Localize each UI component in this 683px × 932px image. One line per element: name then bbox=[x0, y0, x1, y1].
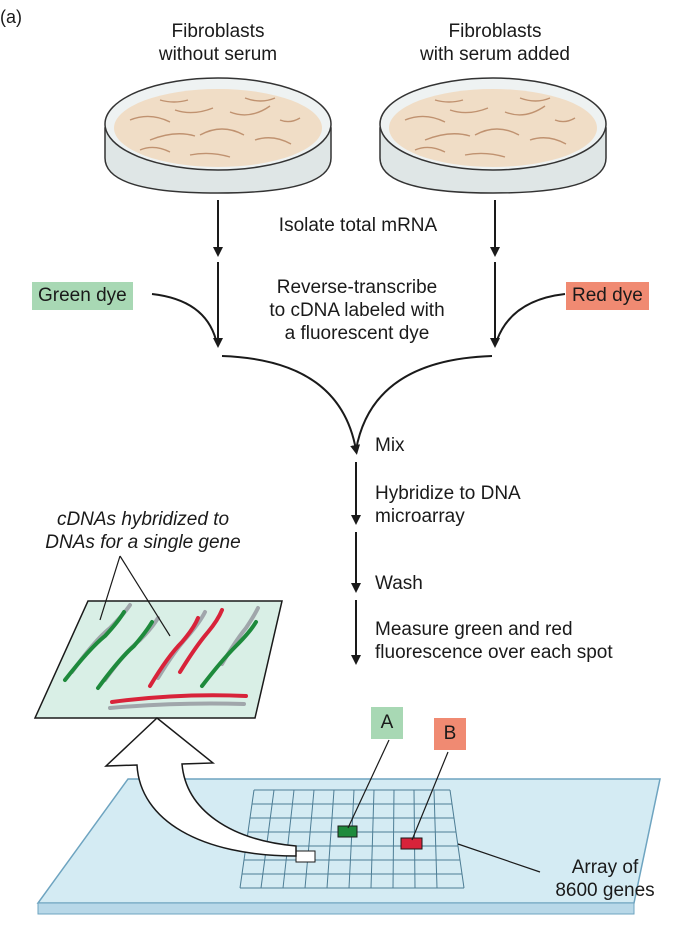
step-measure: Measure green and red fluorescence over … bbox=[375, 619, 613, 663]
step-mix: Mix bbox=[375, 435, 405, 456]
step-hybridize: Hybridize to DNA microarray bbox=[375, 483, 521, 527]
left-petri-dish bbox=[104, 77, 332, 194]
flow-arrows bbox=[151, 200, 566, 665]
array-label: Array of 8600 genes bbox=[555, 857, 655, 901]
zoom-arrow bbox=[104, 717, 297, 857]
left-dish-label: Fibroblasts without serum bbox=[158, 21, 278, 65]
spot-a-label: A bbox=[371, 707, 403, 739]
spot-a bbox=[337, 825, 358, 838]
green-dye-label: Green dye bbox=[32, 282, 133, 310]
hybridization-inset bbox=[33, 555, 283, 719]
spot-b-label: B bbox=[434, 718, 466, 750]
right-petri-dish bbox=[379, 77, 607, 194]
inset-caption: cDNAs hybridized to DNAs for a single ge… bbox=[45, 509, 241, 553]
spot-b bbox=[400, 837, 423, 850]
step-wash: Wash bbox=[375, 573, 423, 594]
red-dye-label: Red dye bbox=[566, 282, 649, 310]
panel-label: (a) bbox=[0, 7, 22, 27]
right-dish-label: Fibroblasts with serum added bbox=[420, 21, 570, 65]
step-reverse-transcribe: Reverse-transcribe to cDNA labeled with … bbox=[269, 277, 445, 344]
step-isolate: Isolate total mRNA bbox=[278, 215, 438, 236]
spot-highlighted bbox=[295, 850, 316, 863]
